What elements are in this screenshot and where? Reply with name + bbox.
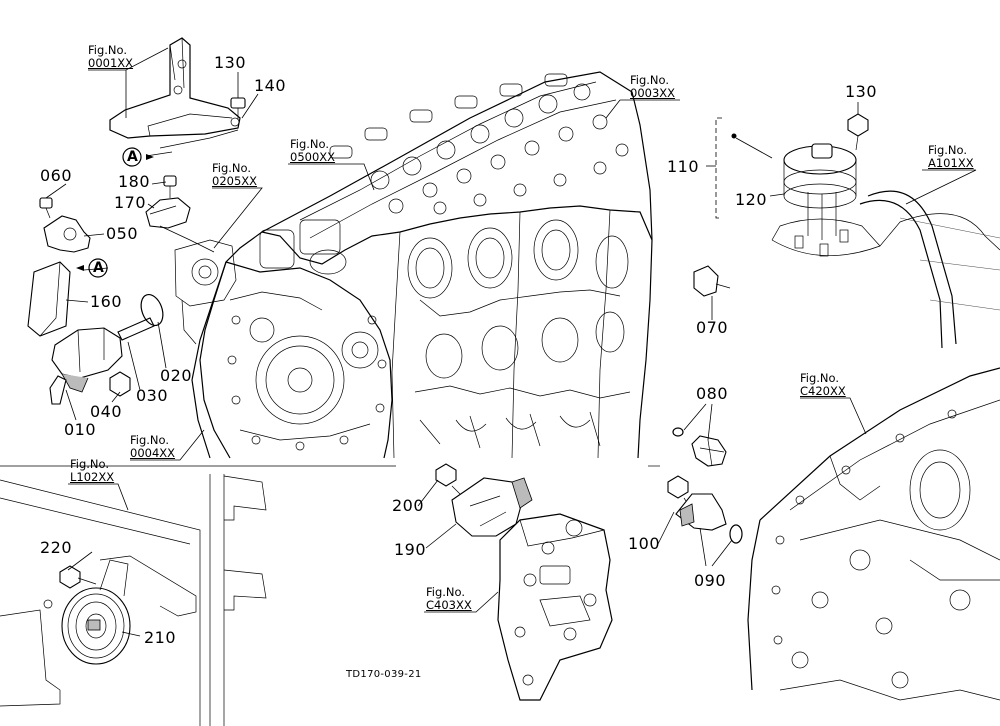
part-number-040: 040 xyxy=(90,402,123,421)
part-number-070: 070 xyxy=(696,318,729,337)
fig-ref-0004xx[interactable]: Fig.No. 0004XX xyxy=(130,434,175,460)
part-number-010: 010 xyxy=(64,420,97,439)
fig-ref-label: Fig.No. xyxy=(290,137,330,151)
fig-ref-code: 0001XX xyxy=(88,56,134,70)
part-number-150: 130 xyxy=(214,53,247,72)
leader-lines xyxy=(45,47,977,637)
fig-ref-a101xx[interactable]: Fig.No. A101XX xyxy=(928,144,974,170)
part-number-020: 020 xyxy=(160,366,193,385)
fig-ref-code: C403XX xyxy=(426,598,472,612)
fig-ref-code: 0500XX xyxy=(290,150,336,164)
fig-ref-0001xx[interactable]: Fig.No. 0001XX xyxy=(88,44,133,70)
fig-ref-l102xx[interactable]: Fig.No. L102XX xyxy=(70,458,114,484)
fig-ref-label: Fig.No. xyxy=(88,43,128,57)
part-number-220: 220 xyxy=(40,538,73,557)
part-number-050: 050 xyxy=(106,224,139,243)
engine-block-drawing xyxy=(174,71,653,459)
callout-a-1: A xyxy=(127,149,138,165)
fuel-sender-drawing xyxy=(706,113,1000,349)
part-number-160: 160 xyxy=(90,292,123,311)
fig-ref-0003xx[interactable]: Fig.No. 0003XX xyxy=(630,74,675,100)
part-number-060: 060 xyxy=(40,166,73,185)
part-number-210: 210 xyxy=(144,628,177,647)
part-number-120: 120 xyxy=(735,190,768,209)
fig-ref-label: Fig.No. xyxy=(426,585,466,599)
fig-ref-c420xx[interactable]: Fig.No. C420XX xyxy=(800,372,846,398)
part-number-140: 140 xyxy=(254,76,287,95)
fig-ref-label: Fig.No. xyxy=(130,433,170,447)
fig-ref-0205xx[interactable]: Fig.No. 0205XX xyxy=(212,162,257,188)
fig-ref-c403xx[interactable]: Fig.No. C403XX xyxy=(426,586,472,612)
fig-ref-code: 0205XX xyxy=(212,174,258,188)
part-number-170: 170 xyxy=(114,193,147,212)
part-number-110: 110 xyxy=(667,157,700,176)
right-sensors-drawing xyxy=(672,265,731,467)
part-number-080: 080 xyxy=(696,384,729,403)
fig-ref-label: Fig.No. xyxy=(212,161,252,175)
sensor-cluster-drawing xyxy=(27,151,215,405)
fig-ref-code: L102XX xyxy=(70,470,115,484)
part-number-030: 030 xyxy=(136,386,169,405)
fig-ref-label: Fig.No. xyxy=(630,73,670,87)
horn-drawing xyxy=(0,474,267,726)
fig-ref-code: C420XX xyxy=(800,384,846,398)
part-number-200: 200 xyxy=(392,496,425,515)
fig-ref-label: Fig.No. xyxy=(70,457,110,471)
bracket-drawing xyxy=(109,37,246,149)
part-number-130: 130 xyxy=(845,82,878,101)
valve-block-drawing xyxy=(435,463,613,701)
callout-a-circle-2 xyxy=(88,258,108,278)
callout-a-2: A xyxy=(93,260,104,276)
part-number-090: 090 xyxy=(694,571,727,590)
fig-ref-code: 0003XX xyxy=(630,86,676,100)
fig-ref-label: Fig.No. xyxy=(800,371,840,385)
fig-ref-code: 0004XX xyxy=(130,446,176,460)
callout-a-circle-1 xyxy=(122,147,142,167)
transmission-drawing xyxy=(667,367,1000,701)
fig-ref-code: A101XX xyxy=(928,156,974,170)
fig-ref-0500xx[interactable]: Fig.No. 0500XX xyxy=(290,138,335,164)
part-number-180: 180 xyxy=(118,172,151,191)
part-number-100: 100 xyxy=(628,534,661,553)
part-number-190: 190 xyxy=(394,540,427,559)
fig-ref-label: Fig.No. xyxy=(928,143,968,157)
drawing-code: TD170-039-21 xyxy=(346,669,422,680)
